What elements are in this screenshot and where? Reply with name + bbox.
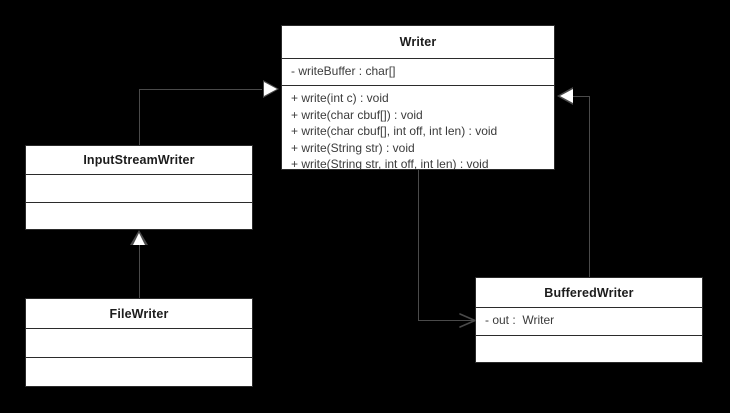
generalization-bw-writer-horizontal [573,96,590,97]
generalization-isw-writer-horizontal [139,89,262,90]
generalization-isw-writer-vertical [139,89,140,146]
method-row: + write(int c) : void [291,91,389,105]
class-methods-filewriter [26,358,252,386]
method-row: + write(String str) : void [291,140,415,155]
generalization-bw-writer-vertical [589,96,590,278]
class-box-writer[interactable]: Writer - writeBuffer : char[] + write(in… [281,25,555,170]
attribute-row: - writeBuffer : char[] [291,64,396,78]
class-methods-bufferedwriter [476,336,702,362]
class-title-inputstreamwriter: InputStreamWriter [26,146,252,175]
generalization-arrowhead-isw-writer-fill [264,82,277,96]
generalization-arrowhead-fw-isw-fill [132,232,145,245]
association-arrowhead-writer-bw [459,313,476,328]
class-title-bufferedwriter: BufferedWriter [476,278,702,308]
class-title-writer: Writer [282,26,554,59]
method-row: + write(char cbuf[]) : void [291,107,423,122]
class-methods-writer: + write(int c) : void + write(char cbuf[… [282,86,554,169]
class-attributes-writer: - writeBuffer : char[] [282,59,554,86]
method-row: + write(String str, int off, int len) : … [291,157,489,169]
generalization-fw-isw-vertical [139,244,140,299]
attribute-row: - out : Writer [485,313,555,327]
class-title-filewriter: FileWriter [26,299,252,329]
generalization-arrowhead-bw-writer-fill [560,89,573,103]
method-row: + write(char cbuf[], int off, int len) :… [291,124,498,138]
class-methods-inputstreamwriter [26,203,252,229]
class-box-bufferedwriter[interactable]: BufferedWriter - out : Writer [475,277,703,363]
association-writer-bw-horizontal [418,320,476,321]
class-box-filewriter[interactable]: FileWriter [25,298,253,387]
class-box-inputstreamwriter[interactable]: InputStreamWriter [25,145,253,230]
class-attributes-inputstreamwriter [26,175,252,203]
class-attributes-bufferedwriter: - out : Writer [476,308,702,336]
class-attributes-filewriter [26,329,252,358]
association-writer-bw-vertical [418,170,419,321]
